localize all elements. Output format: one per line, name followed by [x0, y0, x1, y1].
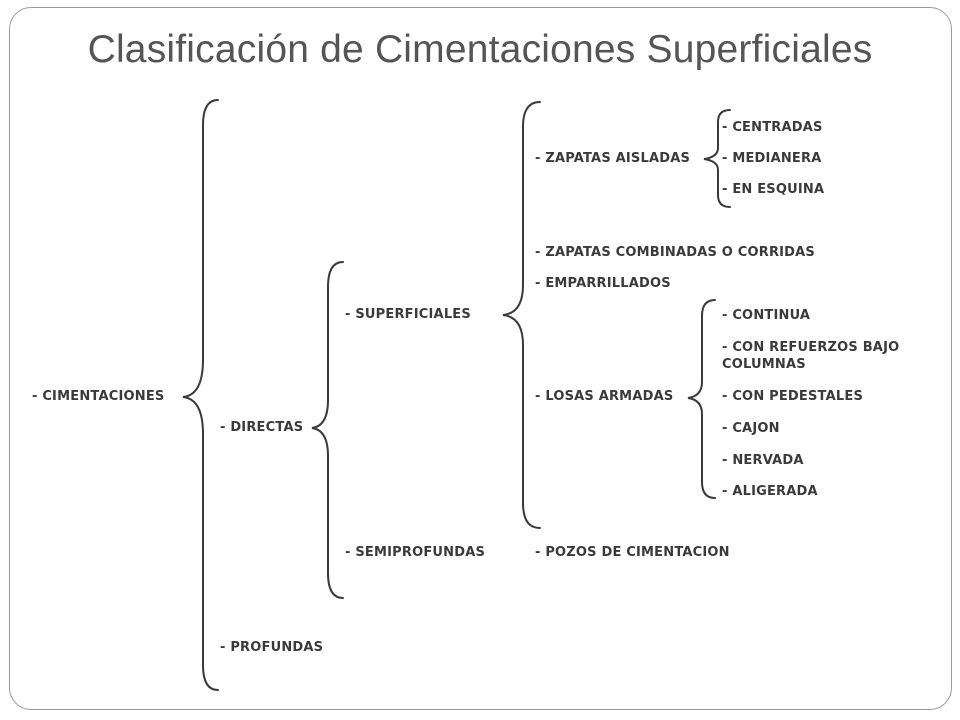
node-pozos-cimentacion: - POZOS DE CIMENTACION [535, 545, 730, 560]
node-columnas: COLUMNAS [722, 357, 806, 372]
node-profundas: - PROFUNDAS [220, 640, 324, 655]
node-centradas: - CENTRADAS [722, 120, 823, 135]
slide-frame [9, 7, 952, 710]
node-superficiales: - SUPERFICIALES [345, 307, 471, 322]
node-medianera: - MEDIANERA [722, 151, 822, 166]
node-zapatas-combinadas: - ZAPATAS COMBINADAS O CORRIDAS [535, 245, 815, 260]
node-con-pedestales: - CON PEDESTALES [722, 389, 864, 404]
node-losas-armadas: - LOSAS ARMADAS [535, 389, 674, 404]
brace-zapatas-aisladas [703, 109, 731, 208]
node-continua: - CONTINUA [722, 308, 811, 323]
node-en-esquina: - EN ESQUINA [722, 182, 825, 197]
brace-directas [311, 261, 344, 599]
brace-superficiales [502, 101, 541, 529]
node-zapatas-aisladas: - ZAPATAS AISLADAS [535, 151, 691, 166]
node-semiprofundas: - SEMIPROFUNDAS [345, 545, 486, 560]
node-cimentaciones: - CIMENTACIONES [32, 389, 165, 404]
node-emparrillados: - EMPARRILLADOS [535, 276, 671, 291]
node-nervada: - NERVADA [722, 453, 804, 468]
node-cajon: - CAJON [722, 421, 780, 436]
node-directas: - DIRECTAS [220, 420, 304, 435]
brace-cimentaciones [182, 99, 219, 691]
slide-title: Clasificación de Cimentaciones Superfici… [87, 28, 873, 71]
node-aligerada: - ALIGERADA [722, 484, 818, 499]
brace-losas-armadas [687, 299, 716, 499]
node-con-refuerzos: - CON REFUERZOS BAJO [722, 340, 900, 355]
